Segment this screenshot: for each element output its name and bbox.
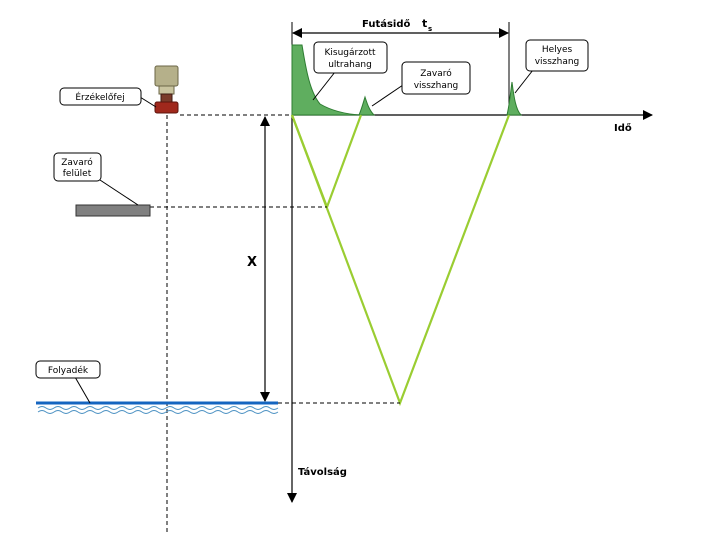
interfering-echo-peak — [358, 95, 376, 116]
liquid-sound-path — [290, 114, 511, 407]
callout-sensor-head: Érzékelőfej — [59, 87, 157, 108]
svg-text:Folyadék: Folyadék — [48, 365, 89, 376]
distance-axis-label: Távolság — [298, 466, 347, 478]
svg-text:visszhang: visszhang — [535, 57, 580, 67]
svg-text:Helyes: Helyes — [542, 45, 573, 55]
callout-correct-echo: Helyes visszhang — [514, 39, 589, 94]
svg-text:visszhang: visszhang — [414, 81, 459, 91]
callout-emitted-ultrasound: Kisugárzott ultrahang — [312, 41, 388, 101]
runtime-label: Futásidő — [362, 18, 411, 30]
emitted-pulse — [291, 44, 361, 116]
svg-text:Zavaró: Zavaró — [61, 157, 93, 168]
callout-interfering-surface: Zavaró felület — [53, 152, 139, 206]
svg-text:ultrahang: ultrahang — [328, 60, 372, 70]
callout-liquid: Folyadék — [35, 360, 101, 404]
runtime-symbol: t — [422, 17, 427, 30]
sensor-head — [154, 65, 179, 114]
interfering-sound-path — [290, 114, 363, 211]
svg-text:Kisugárzott: Kisugárzott — [324, 48, 375, 58]
distance-x-label: X — [247, 255, 257, 270]
correct-echo-peak — [506, 81, 523, 116]
runtime-subscript: s — [428, 25, 432, 33]
svg-text:felület: felület — [63, 169, 92, 179]
svg-text:Érzékelőfej: Érzékelőfej — [75, 91, 124, 103]
interfering-surface-plate — [75, 204, 151, 217]
liquid-surface — [36, 401, 279, 414]
svg-text:Zavaró: Zavaró — [420, 68, 452, 79]
time-axis-label: Idő — [614, 122, 632, 134]
callout-interfering-echo: Zavaró visszhang — [371, 61, 471, 107]
